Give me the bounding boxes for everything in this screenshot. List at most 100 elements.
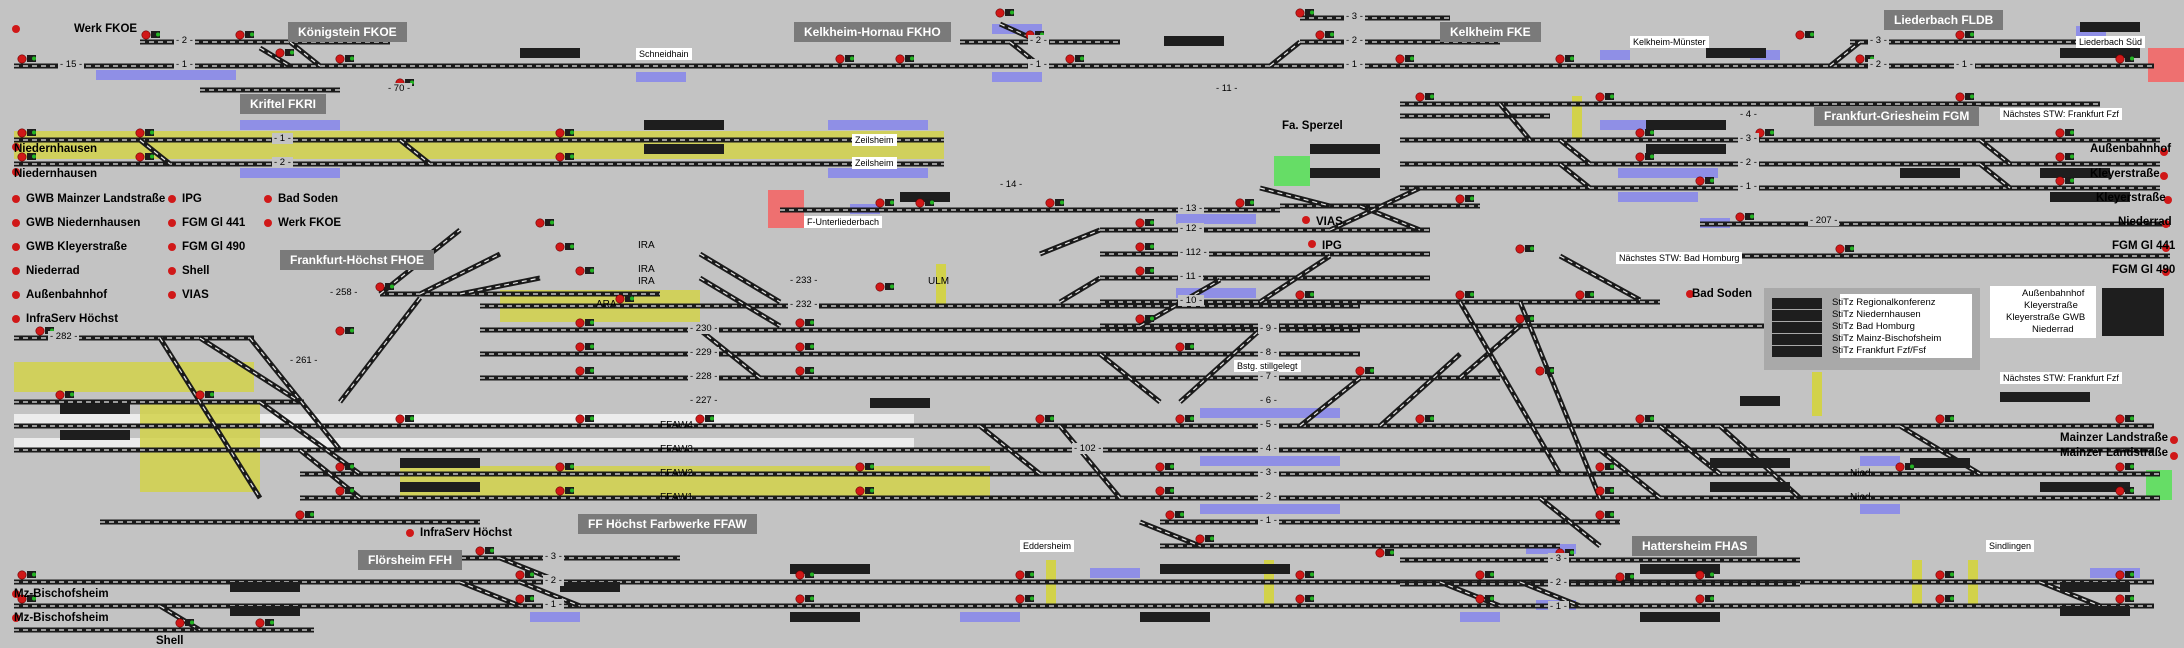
signal-red-icon[interactable] <box>1595 92 1605 102</box>
signal-red-icon[interactable] <box>555 462 565 472</box>
route-highlight[interactable] <box>828 168 928 178</box>
signal-red-icon[interactable] <box>1155 462 1165 472</box>
station-kriftel[interactable]: Kriftel FKRI <box>240 94 326 114</box>
signal-red-icon[interactable] <box>515 570 525 580</box>
dest-niedernhausen-1[interactable]: Niedernhausen <box>14 143 98 155</box>
signal-red-icon[interactable] <box>1595 462 1605 472</box>
dest-gwb-niedernhausen[interactable]: GWB Niedernhausen <box>26 217 141 229</box>
signal-red-icon[interactable] <box>335 54 345 64</box>
signal-red-icon[interactable] <box>515 594 525 604</box>
signal-red-icon[interactable] <box>795 570 805 580</box>
destination-marker-icon[interactable] <box>1686 290 1694 298</box>
signal-red-icon[interactable] <box>2115 462 2125 472</box>
dest-vias-left[interactable]: VIAS <box>182 289 209 301</box>
signal-red-icon[interactable] <box>1595 510 1605 520</box>
signal-red-icon[interactable] <box>1595 486 1605 496</box>
route-highlight[interactable] <box>1200 504 1340 514</box>
destination-marker-icon[interactable] <box>12 195 20 203</box>
signal-red-icon[interactable] <box>1475 594 1485 604</box>
signal-red-icon[interactable] <box>1455 194 1465 204</box>
signal-red-icon[interactable] <box>1935 594 1945 604</box>
dest-shell-left[interactable]: Shell <box>182 265 210 277</box>
signal-red-icon[interactable] <box>555 242 565 252</box>
signal-red-icon[interactable] <box>555 152 565 162</box>
signal-red-icon[interactable] <box>875 282 885 292</box>
dest-infraserv-1[interactable]: InfraServ Höchst <box>26 313 119 325</box>
destination-marker-icon[interactable] <box>12 291 20 299</box>
signal-red-icon[interactable] <box>1615 572 1625 582</box>
dest-bad-soden-mid[interactable]: Bad Soden <box>1692 288 1753 300</box>
route-highlight[interactable] <box>1600 120 1680 130</box>
signal-red-icon[interactable] <box>535 218 545 228</box>
destination-marker-icon[interactable] <box>12 614 20 622</box>
route-highlight[interactable] <box>828 120 928 130</box>
signal-red-icon[interactable] <box>1395 54 1405 64</box>
signal-red-icon[interactable] <box>615 294 625 304</box>
route-highlight[interactable] <box>1200 408 1340 418</box>
signal-red-icon[interactable] <box>695 414 705 424</box>
dest-ipg-mid[interactable]: IPG <box>1322 240 1342 252</box>
destination-marker-icon[interactable] <box>12 219 20 227</box>
destination-marker-icon[interactable] <box>264 195 272 203</box>
signal-red-icon[interactable] <box>1455 290 1465 300</box>
route-highlight[interactable] <box>1600 50 1630 60</box>
dest-aussenbahnhof-right[interactable]: Außenbahnhof <box>2090 143 2172 155</box>
signal-red-icon[interactable] <box>1955 92 1965 102</box>
signal-red-icon[interactable] <box>575 266 585 276</box>
signal-red-icon[interactable] <box>17 128 27 138</box>
signal-red-icon[interactable] <box>2115 594 2125 604</box>
dest-fgm-490-right[interactable]: FGM Gl 490 <box>2112 264 2176 276</box>
dest-bad-soden-left[interactable]: Bad Soden <box>278 193 339 205</box>
route-highlight[interactable] <box>1618 192 1698 202</box>
destination-marker-icon[interactable] <box>2162 244 2170 252</box>
dest-ipg-left[interactable]: IPG <box>182 193 202 205</box>
signal-red-icon[interactable] <box>795 318 805 328</box>
signal-red-icon[interactable] <box>1415 414 1425 424</box>
signal-red-icon[interactable] <box>1155 486 1165 496</box>
signal-red-icon[interactable] <box>35 326 45 336</box>
destination-marker-icon[interactable] <box>264 219 272 227</box>
destination-marker-icon[interactable] <box>168 291 176 299</box>
occupied-section[interactable] <box>14 362 254 392</box>
dest-fgm-441-left[interactable]: FGM Gl 441 <box>182 217 246 229</box>
exit-zone-green[interactable] <box>1274 156 1310 186</box>
destination-marker-icon[interactable] <box>2164 196 2172 204</box>
destination-marker-icon[interactable] <box>12 143 20 151</box>
signal-red-icon[interactable] <box>1735 212 1745 222</box>
signal-red-icon[interactable] <box>395 414 405 424</box>
signal-red-icon[interactable] <box>575 414 585 424</box>
occupied-section[interactable] <box>14 131 944 159</box>
signal-red-icon[interactable] <box>1135 218 1145 228</box>
destination-marker-icon[interactable] <box>168 195 176 203</box>
occupied-marker[interactable] <box>1572 96 1582 140</box>
station-koenigstein[interactable]: Königstein FKOE <box>288 22 407 42</box>
signal-red-icon[interactable] <box>1695 570 1705 580</box>
signal-red-icon[interactable] <box>1575 290 1585 300</box>
route-highlight[interactable] <box>636 72 686 82</box>
dest-werk-fkoe-2[interactable]: Werk FKOE <box>278 217 342 229</box>
signal-red-icon[interactable] <box>275 48 285 58</box>
signal-red-icon[interactable] <box>195 390 205 400</box>
signal-red-icon[interactable] <box>895 54 905 64</box>
dest-vias-mid[interactable]: VIAS <box>1316 216 1343 228</box>
destination-marker-icon[interactable] <box>12 590 20 598</box>
destination-marker-icon[interactable] <box>12 315 20 323</box>
signal-red-icon[interactable] <box>17 152 27 162</box>
signal-red-icon[interactable] <box>1375 548 1385 558</box>
dest-fa-sperzel[interactable]: Fa. Sperzel <box>1282 120 1343 132</box>
destination-marker-icon[interactable] <box>12 267 20 275</box>
route-highlight[interactable] <box>1860 456 1900 466</box>
route-highlight[interactable] <box>240 168 340 178</box>
signal-red-icon[interactable] <box>141 30 151 40</box>
route-highlight[interactable] <box>960 612 1020 622</box>
signal-red-icon[interactable] <box>1475 570 1485 580</box>
station-hoechst[interactable]: Frankfurt-Höchst FHOE <box>280 250 435 270</box>
signal-red-icon[interactable] <box>1295 594 1305 604</box>
occupied-marker[interactable] <box>1812 372 1822 416</box>
destination-marker-icon[interactable] <box>2160 148 2168 156</box>
dest-kleyer-right-2[interactable]: Kleyerstraße <box>2096 192 2166 204</box>
dest-kleyer-right-1[interactable]: Kleyerstraße <box>2090 168 2160 180</box>
signal-red-icon[interactable] <box>235 30 245 40</box>
signal-red-icon[interactable] <box>1935 570 1945 580</box>
destination-marker-icon[interactable] <box>2170 436 2178 444</box>
